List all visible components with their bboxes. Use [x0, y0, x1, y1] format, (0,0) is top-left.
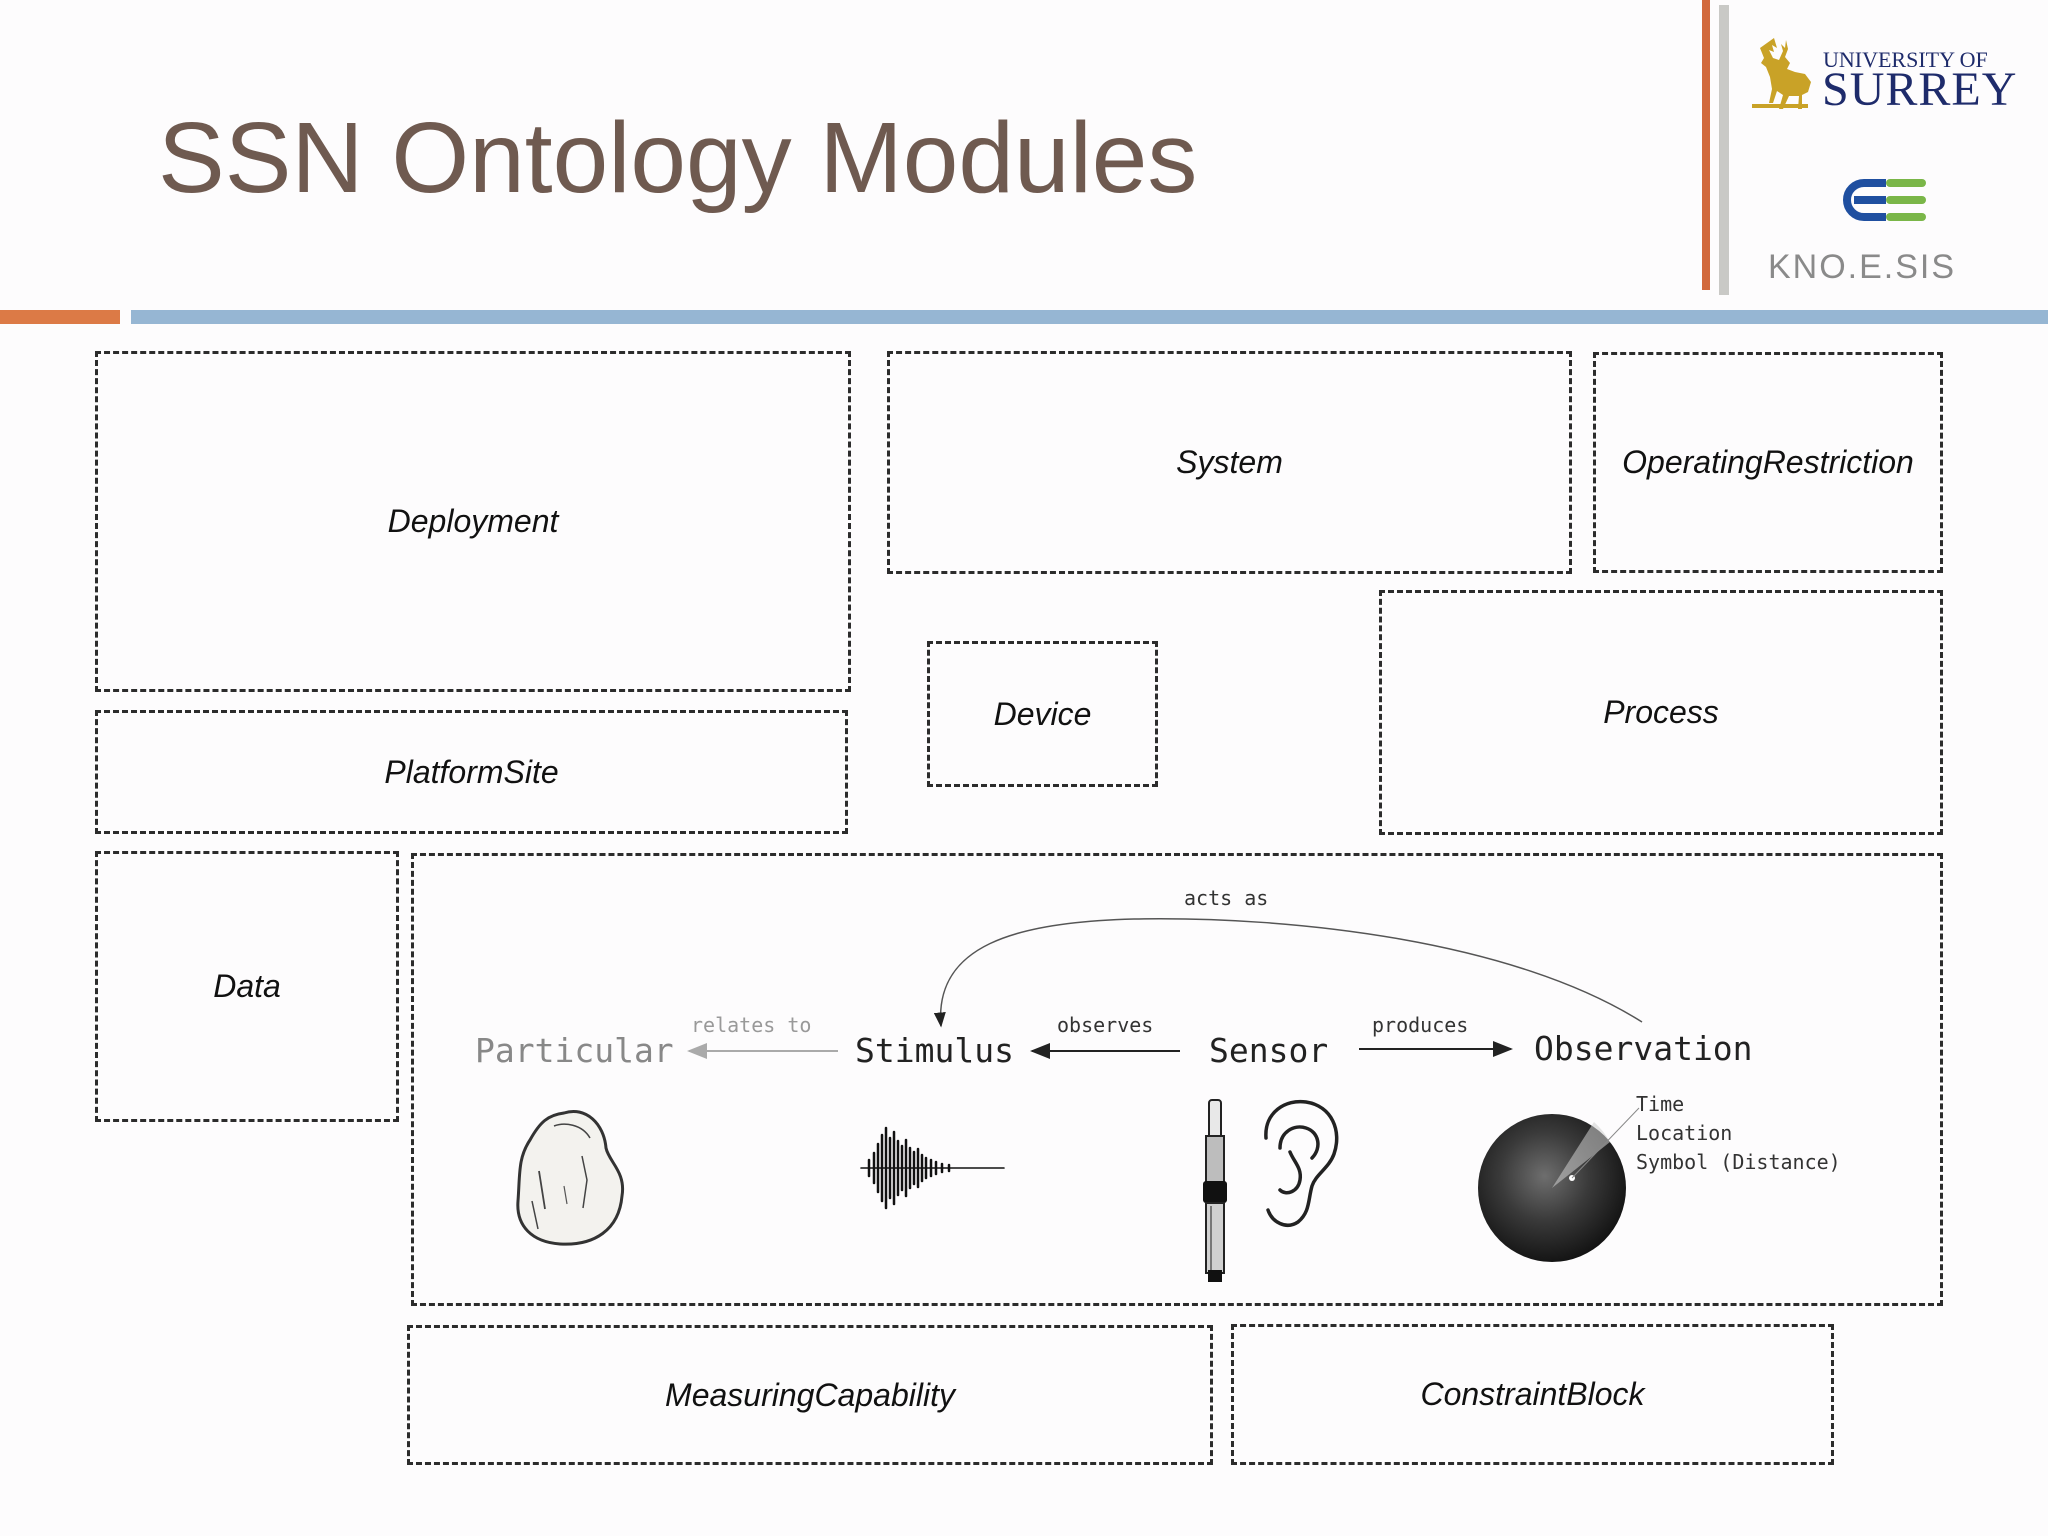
surrey-logo: UNIVERSITY OF SURREY — [1750, 30, 2020, 120]
microphone-icon — [1203, 1099, 1227, 1282]
module-constraint-block: ConstraintBlock — [1231, 1324, 1834, 1465]
module-label: Process — [1603, 694, 1719, 730]
produces-label: produces — [1372, 1013, 1469, 1037]
ear-icon — [1264, 1099, 1339, 1227]
acts-as-arrow — [933, 918, 1643, 1028]
surrey-logo-line2: SURREY — [1822, 63, 2018, 116]
module-label: ConstraintBlock — [1420, 1376, 1645, 1412]
module-label: Deployment — [387, 503, 559, 539]
module-label: Data — [213, 968, 281, 1004]
title-rule-blue — [131, 310, 2048, 324]
module-label: MeasuringCapability — [665, 1376, 955, 1413]
header-divider-grey — [1719, 5, 1729, 295]
observation-attr-time: Time — [1636, 1092, 1685, 1116]
concept-sensor: Sensor — [1209, 1031, 1329, 1070]
module-process: Process — [1379, 590, 1943, 835]
module-operating-restriction: OperatingRestriction — [1593, 352, 1943, 573]
rock-icon — [516, 1110, 625, 1246]
header-divider-orange — [1702, 0, 1710, 290]
module-data: Data — [95, 851, 399, 1122]
module-system: System — [887, 351, 1572, 574]
concept-particular: Particular — [475, 1031, 674, 1070]
module-label: PlatformSite — [384, 753, 559, 790]
sound-wave-icon — [860, 1126, 1005, 1210]
module-core-sso: acts as relates to observes produces Par… — [411, 853, 1943, 1306]
module-label: System — [1176, 444, 1283, 480]
stag-icon — [1752, 38, 1811, 109]
module-device: Device — [927, 641, 1158, 787]
title-rule-orange — [0, 310, 120, 324]
radar-display-icon — [1478, 1107, 1640, 1262]
concept-stimulus: Stimulus — [855, 1031, 1014, 1070]
surrey-logo-line1: UNIVERSITY OF — [1823, 47, 1988, 72]
observation-attr-symbol: Symbol (Distance) — [1636, 1150, 1841, 1174]
relates-to-label: relates to — [691, 1013, 812, 1037]
module-platform-site: PlatformSite — [95, 710, 848, 834]
module-label: OperatingRestriction — [1622, 444, 1914, 480]
module-label: Device — [993, 695, 1092, 732]
knoesis-e-icon — [1843, 179, 1926, 221]
observation-attr-location: Location — [1636, 1121, 1733, 1145]
knoesis-logo-text: KNO.E.SIS — [1768, 248, 1957, 286]
module-deployment: Deployment — [95, 351, 851, 692]
acts-as-label: acts as — [1184, 886, 1269, 910]
observes-label: observes — [1057, 1013, 1154, 1037]
page-title: SSN Ontology Modules — [158, 102, 1198, 214]
module-measuring-capability: MeasuringCapability — [407, 1325, 1213, 1465]
concept-observation: Observation — [1534, 1029, 1753, 1068]
sso-diagram-graphics — [516, 918, 1643, 1282]
